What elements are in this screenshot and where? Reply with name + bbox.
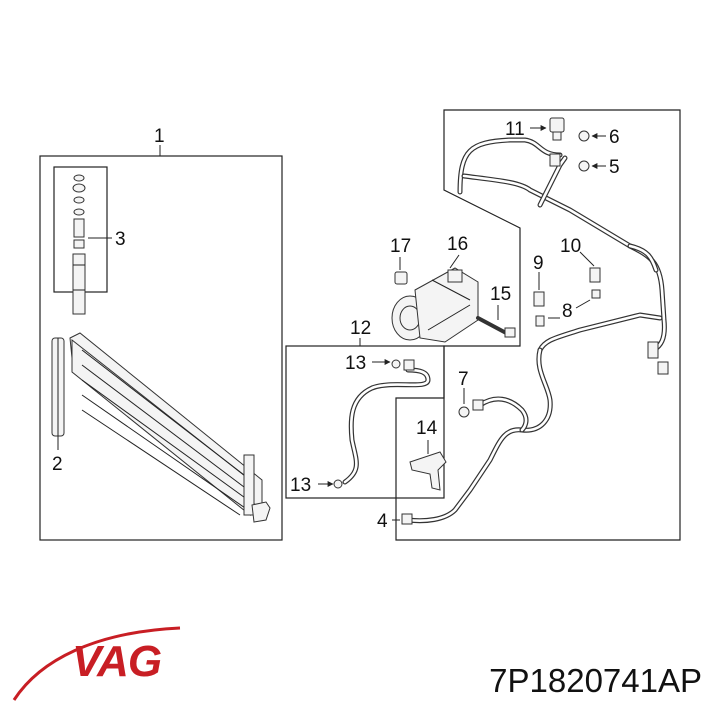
callout-13-top: 13	[345, 353, 366, 374]
callout-13-bottom: 13	[290, 475, 311, 496]
callout-17: 15	[490, 284, 511, 305]
callout-1: 1	[154, 126, 165, 147]
part-number: 7P1820741AP	[489, 662, 702, 699]
condenser-group: 1 3 2	[39, 126, 283, 541]
callout-5: 5	[609, 157, 620, 178]
condenser-frame	[39, 155, 283, 541]
pressure-sensor	[549, 117, 565, 141]
callout-12: 12	[350, 318, 371, 339]
callout-14: 14	[416, 418, 438, 439]
vag-logo: VAG	[12, 626, 181, 701]
hose-group-12: 12 13 13	[285, 318, 445, 499]
callout-3: 3	[115, 229, 126, 250]
drier-cartridge	[72, 174, 86, 315]
callout-4: 4	[377, 511, 388, 532]
compressor-bolt	[476, 316, 516, 338]
compressor	[391, 267, 479, 343]
callout-7: 7	[458, 369, 469, 390]
condenser-core	[69, 332, 271, 523]
hose-group-frame	[285, 345, 445, 499]
vag-logo-text: VAG	[72, 637, 161, 686]
callout-10: 10	[560, 236, 581, 257]
callout-8: 8	[562, 301, 573, 322]
compressor-valve	[394, 271, 408, 285]
callout-6: 6	[609, 127, 620, 148]
line-group-frame	[395, 109, 681, 541]
callout-11: 11	[505, 119, 525, 140]
callout-16: 17	[390, 236, 411, 257]
callout-15: 16	[447, 234, 468, 255]
callout-2: 2	[52, 454, 63, 475]
receiver-strip	[51, 337, 65, 437]
callout-9: 9	[533, 253, 544, 274]
line-group: 14 4 7 9 8 10 11 6	[377, 109, 681, 541]
